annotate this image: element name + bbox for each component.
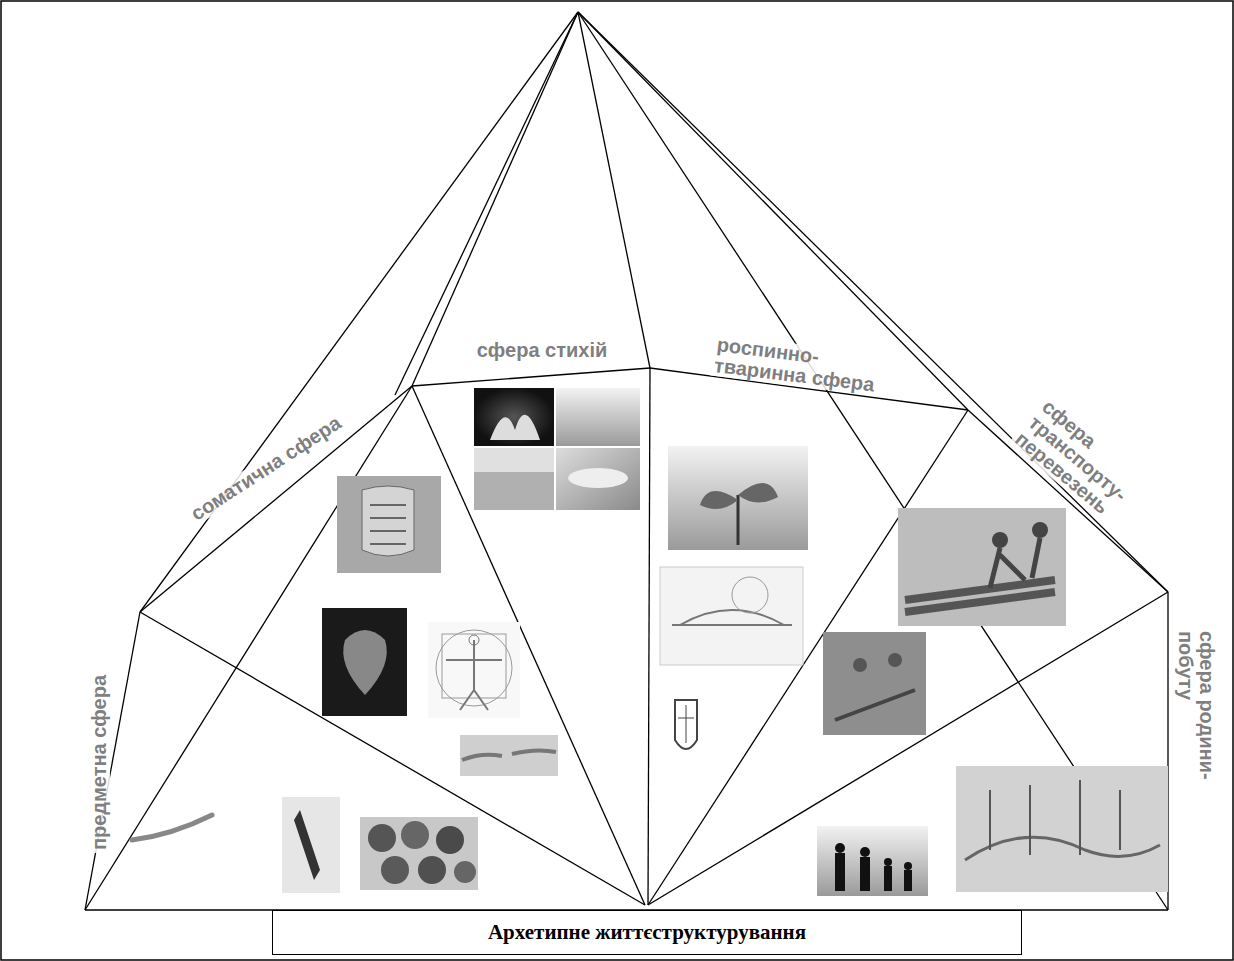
elements-photos bbox=[474, 388, 640, 510]
sphere-label: предметна сфера bbox=[90, 671, 111, 852]
pyramid-lines bbox=[85, 12, 1168, 910]
somatic-photos bbox=[322, 476, 558, 776]
sphere-label: сфера родини- побуту bbox=[1175, 628, 1217, 796]
objects-photos bbox=[132, 797, 478, 893]
caption-box: Архетипне життєструктурування bbox=[272, 910, 1022, 955]
sphere-label: сфера стихій bbox=[474, 340, 611, 361]
transport-family-photos bbox=[817, 508, 1168, 896]
sphere-label: соматична сфера bbox=[185, 410, 347, 526]
plant-animal-photos bbox=[660, 446, 808, 749]
box-text: Архетипне життєструктурування bbox=[488, 920, 806, 945]
